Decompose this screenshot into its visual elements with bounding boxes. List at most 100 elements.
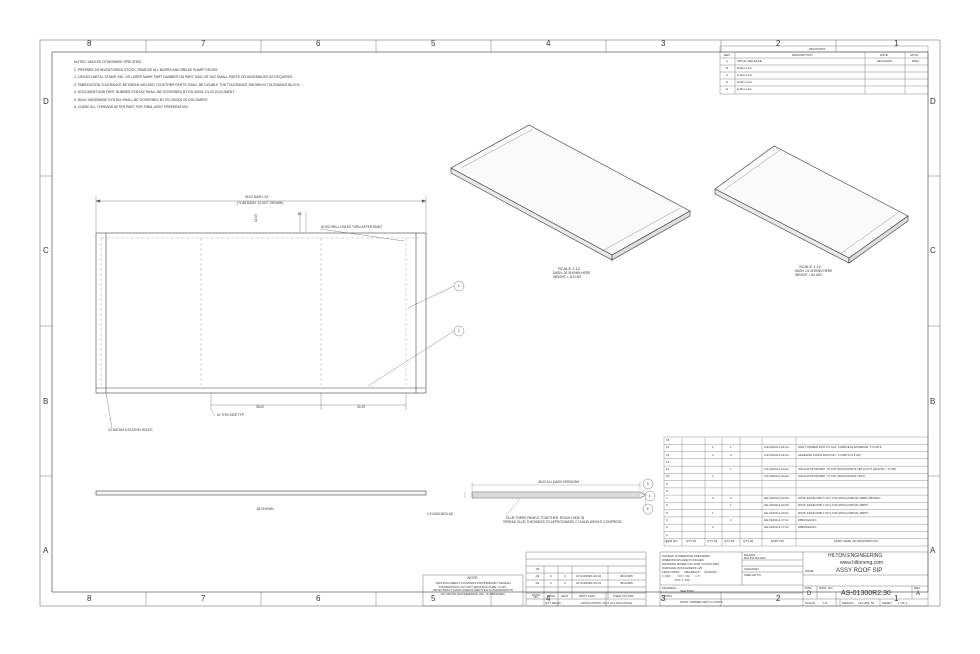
- glue-note: SPREAD GLUE THICKNESS TO APPROXIMATELY 1…: [503, 520, 622, 524]
- rev-cell: E: [726, 87, 729, 91]
- part-title: ASSY ROOF SIP: [836, 568, 883, 574]
- rev-cell: D-Rev Line: [737, 80, 753, 84]
- zone-col-top: 6: [316, 39, 321, 48]
- zone-col-bottom: 7: [201, 594, 206, 603]
- rev-cell: E-Rev Line: [737, 87, 752, 91]
- balloon-3: 3: [646, 481, 649, 486]
- rev-cell: D: [726, 80, 729, 84]
- glue-note: GLUE THREE PANELS TOGETHER. ROUGH SIDE I…: [506, 516, 585, 520]
- zone-col-bottom: 5: [431, 594, 436, 603]
- bom-cell: 1: [712, 474, 714, 479]
- side-view-caption: .56 SHOWN: [256, 507, 274, 511]
- weight-value: 112 LBS .50: [858, 600, 875, 605]
- rev-cell: 04/22/2016: [877, 59, 893, 63]
- bom-cell: HE-01000-2-03-02: [764, 496, 789, 501]
- zone-row-right: D: [930, 97, 936, 106]
- iso-large-scale: SCALE 1:12: [558, 266, 581, 271]
- scale-value: 1:8: [823, 600, 828, 605]
- sheet-label: SHEET: [882, 600, 893, 605]
- bom-cell: HE-01000-2-17-02: [764, 525, 789, 530]
- bom-cell: ADHESIVE CONSTRUCTION - 2 CARTS (9.5 OZ): [798, 452, 861, 457]
- dash-cell: 3: [564, 581, 566, 585]
- rev-cell: RMH: [912, 59, 919, 63]
- tolerance-line: DIMENSIONS ARE IN INCHES: [662, 558, 704, 562]
- proprietary-line: OR EXTRACT DATA UNLESS WRITTEN AUTHORIZA…: [433, 588, 513, 593]
- proprietary-line: OF HILTON ENGINEERING INC. IS OBTAINED.: [440, 592, 506, 597]
- rev-cell: B-Rev Line: [737, 66, 752, 70]
- dash-cell: 3: [550, 581, 552, 585]
- proprietary-line: THIS DOCUMENT CONTAINS PROPRIETARY DESIG…: [435, 580, 511, 585]
- bom-cell: 2: [730, 496, 732, 501]
- bom-cell: CS-01000-2-04-01: [764, 467, 789, 472]
- bom-cell: 11: [666, 467, 670, 472]
- proprietary-line: INFORMATION. DO NOT MANUFACTURE, COPY,: [438, 584, 508, 589]
- drawn-label: DRAWN: [744, 552, 756, 557]
- zone-row-right: A: [930, 546, 936, 555]
- note-item: 2. 1/8 INCH METAL STAMP, INK, OR LASER M…: [74, 75, 294, 79]
- zone-col-bottom: 2: [776, 594, 781, 603]
- zone-col-top: 4: [546, 39, 551, 48]
- dimension-24: 24.25: [357, 405, 365, 409]
- zone-col-top: 7: [201, 39, 206, 48]
- zone-col-bottom: 8: [87, 594, 92, 603]
- company-name: HILTON ENGINEERING: [828, 553, 883, 559]
- bom-cell: INSULATION BOARD .75 THK INSULFOAM R-TEC…: [798, 467, 897, 472]
- rev-label: REV: [914, 586, 921, 590]
- drawn-by: RALPH HILTON: [744, 556, 766, 560]
- bom-header: QTY-02: [707, 539, 718, 543]
- bom-cell: 1: [712, 510, 714, 515]
- sheet-value: 1 OF 1: [898, 600, 908, 605]
- zone-col-top: 8: [87, 39, 92, 48]
- zone-row-right: B: [930, 397, 936, 406]
- zone-col-top: 2: [776, 39, 781, 48]
- dash-cell: -02: [535, 574, 540, 578]
- finish-label: FINISH: [662, 593, 672, 598]
- bom-header: QTY-01: [686, 539, 697, 543]
- zone-row-left: B: [43, 397, 49, 406]
- bom-cell: 10: [666, 474, 670, 479]
- bom-cell: CS-01000-2-01-01: [764, 452, 789, 457]
- tolerance-line: FRACTIONS DECIMALS ANGLES: [662, 570, 717, 574]
- rev-header: APVD: [910, 53, 919, 57]
- zone-col-bottom: 6: [316, 594, 321, 603]
- note-item: 4. DOCUMENT AND PART NUMBER SYNTAX SHALL…: [74, 90, 235, 94]
- bom-cell: CS-01000-1-01-01: [764, 445, 789, 450]
- overall-dimension: 96.00 DASH -02: [245, 195, 269, 199]
- zone-row-right: C: [930, 246, 936, 255]
- revisions-title: REVISIONS: [809, 46, 826, 51]
- bom-cell: 1: [712, 445, 714, 450]
- size-value: D: [807, 591, 812, 597]
- bom-cell: 6: [666, 503, 668, 508]
- note-item: 3. FABRICATION TOLERANCE BETWEEN WELDED …: [74, 82, 301, 87]
- dwg-no-label: DWG. NO.: [819, 586, 834, 590]
- zone-row-left: D: [43, 97, 49, 106]
- rev-cell: B: [726, 66, 729, 70]
- bom-cell: 9: [666, 481, 668, 486]
- bom-cell: HE-01000-2-17-01: [764, 518, 789, 522]
- bom-header: QTY-04: [743, 539, 754, 543]
- bom-header: PART NO.: [771, 539, 785, 543]
- scale-label: SCALE: [805, 600, 815, 605]
- dash-header: FINAL: [547, 594, 556, 598]
- rev-header: DATE: [880, 53, 888, 57]
- dash-header: SEAT: [561, 594, 569, 598]
- zone-col-bottom: 3: [661, 594, 666, 603]
- iso-small-weight: WEIGHT = 84 LBS: [795, 273, 822, 277]
- drill-note: Ø.250 DRILL HOLES THRU AFTER PAINT: [321, 225, 383, 229]
- bom-header: QTY-03: [724, 539, 735, 543]
- bom-cell: 12: [666, 459, 670, 464]
- bom-cell: ROOF EDGE DRIP 1.50 X 3.00 (W/3A) PARTIA…: [798, 510, 868, 515]
- bom-cell: 2: [712, 525, 714, 530]
- bom-cell: PAINT, PRIMER WHT 1/2 GAL. COMPLETE EXTE…: [798, 445, 882, 450]
- bom-cell: 5: [666, 510, 668, 515]
- tolerance-block: UNLESS OTHERWISE SPECIFIED: DIMENSIONS A…: [662, 555, 719, 582]
- qty-reqd-label: QTY REQD: [545, 600, 561, 605]
- dash-header: USED ON JOB: [613, 594, 634, 598]
- dash-header: NEXT ASSY: [579, 594, 596, 598]
- dash-cell: JB-01005: [620, 581, 633, 585]
- finish-value: PAINT, PRIMER WHT 2 COATS: [680, 600, 723, 604]
- bom-cell: 4: [666, 518, 668, 522]
- rev-cell: C-Rev Line: [737, 73, 753, 77]
- tolerance-line: XXX ± .010: [662, 578, 690, 582]
